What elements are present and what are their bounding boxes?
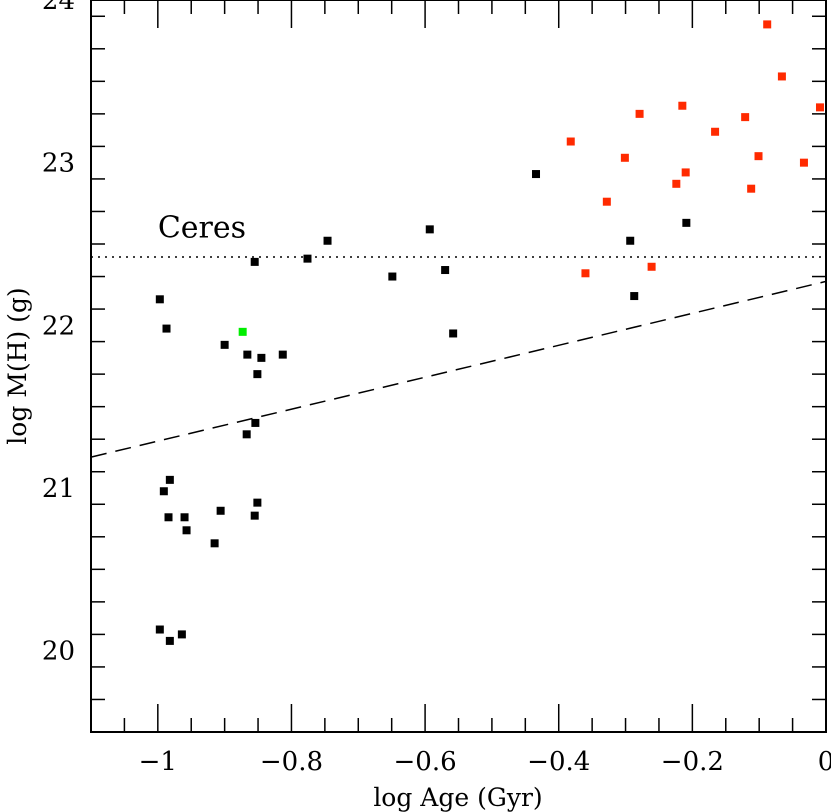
x-tick-label: −1 xyxy=(139,747,177,777)
data-point xyxy=(741,113,750,122)
data-point xyxy=(711,127,720,136)
x-tick-label: −0.2 xyxy=(661,747,724,777)
data-point xyxy=(754,152,763,161)
y-tick-label: 20 xyxy=(42,637,75,667)
axis-ticks xyxy=(90,0,827,733)
data-point xyxy=(162,324,171,333)
data-point xyxy=(388,272,397,281)
plot-frame xyxy=(90,0,827,733)
x-tick-label: 0 xyxy=(818,747,831,777)
data-point xyxy=(177,630,186,639)
y-tick-label: 24 xyxy=(42,0,75,16)
data-point xyxy=(682,218,691,227)
data-point xyxy=(303,254,312,263)
data-point xyxy=(635,109,644,118)
data-point xyxy=(253,370,262,379)
data-point xyxy=(581,269,590,278)
data-point xyxy=(220,340,229,349)
data-point xyxy=(180,513,189,522)
y-tick-label: 21 xyxy=(42,474,75,504)
data-point xyxy=(678,101,687,110)
x-tick-label: −0.4 xyxy=(527,747,590,777)
data-point xyxy=(532,170,541,179)
data-point xyxy=(250,257,259,266)
x-tick-label: −0.8 xyxy=(260,747,323,777)
data-point xyxy=(257,353,266,362)
x-axis-label: log Age (Gyr) xyxy=(373,783,542,812)
data-point xyxy=(323,236,332,245)
data-point xyxy=(165,636,174,645)
data-point xyxy=(216,506,225,515)
data-point xyxy=(243,350,252,359)
data-point xyxy=(449,329,458,338)
data-point xyxy=(566,137,575,146)
data-point xyxy=(815,103,824,112)
data-point xyxy=(251,418,260,427)
plot-border xyxy=(90,0,827,733)
data-point xyxy=(155,295,164,304)
data-point xyxy=(777,72,786,81)
data-point xyxy=(763,20,772,29)
data-point xyxy=(155,625,164,634)
ceres-annotation: Ceres xyxy=(158,211,246,246)
x-tick-label: −0.6 xyxy=(394,747,457,777)
data-point xyxy=(238,327,247,336)
data-point xyxy=(799,158,808,167)
data-point xyxy=(253,498,262,507)
data-point xyxy=(441,266,450,275)
data-point xyxy=(630,292,639,301)
data-point xyxy=(747,184,756,193)
y-axis-label: log M(H) (g) xyxy=(3,287,32,444)
data-point xyxy=(647,262,656,271)
data-point xyxy=(164,513,173,522)
y-tick-label: 22 xyxy=(42,311,75,341)
data-point xyxy=(278,350,287,359)
data-point xyxy=(210,539,219,548)
tick-labels: −1 −0.8 −0.6 −0.4 −0.2 0 20 21 22 23 24 xyxy=(42,0,831,777)
data-point xyxy=(159,487,168,496)
data-point xyxy=(165,475,174,484)
data-point xyxy=(672,179,681,188)
y-tick-label: 23 xyxy=(42,149,75,179)
dashed-trend-line xyxy=(90,280,827,458)
data-point xyxy=(250,511,259,520)
data-points xyxy=(155,20,824,645)
reference-lines xyxy=(90,256,827,458)
data-point xyxy=(681,168,690,177)
data-point xyxy=(242,430,251,439)
data-point xyxy=(602,197,611,206)
data-point xyxy=(425,225,434,234)
data-point xyxy=(182,526,191,535)
data-point xyxy=(626,236,635,245)
data-point xyxy=(620,153,629,162)
